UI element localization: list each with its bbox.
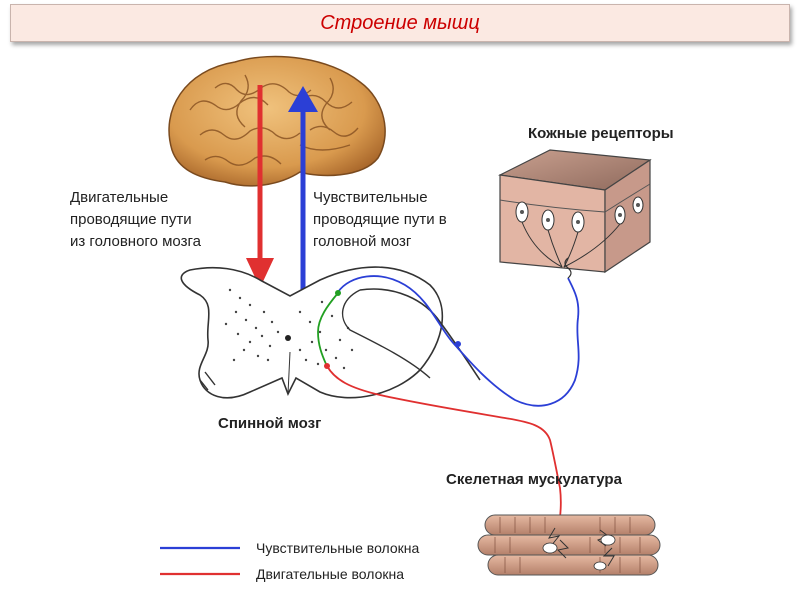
skin-receptors-label: Кожные рецепторы	[528, 125, 674, 142]
motor-paths-label-2: проводящие пути	[70, 211, 192, 228]
spinal-cord-label: Спинной мозг	[218, 415, 321, 432]
sensory-path-arrow	[288, 86, 318, 290]
motor-path-arrow	[246, 85, 274, 288]
sensory-paths-label-3: головной мозг	[313, 233, 412, 250]
skeletal-muscles-label: Скелетная мускулатура	[446, 471, 623, 488]
legend-motor-label: Двигательные волокна	[256, 566, 404, 582]
sensory-paths-label-2: проводящие пути в	[313, 211, 447, 228]
slide-title: Строение мышц	[320, 11, 480, 34]
motor-paths-label-1: Двигательные	[70, 189, 168, 206]
legend: Чувствительные волокна Двигательные воло…	[160, 540, 420, 582]
title-bar: Строение мышц	[10, 4, 790, 42]
motor-fiber-line	[326, 365, 562, 531]
skin-block-illustration	[498, 149, 652, 274]
legend-sensory-label: Чувствительные волокна	[256, 540, 420, 556]
sensory-fiber-line	[337, 275, 580, 407]
brain-illustration	[168, 55, 386, 187]
interneuron-line	[317, 292, 339, 365]
sensory-paths-label-1: Чувствительные	[313, 189, 428, 206]
skeletal-muscle-illustration	[477, 514, 661, 576]
spinal-cord-illustration	[180, 266, 481, 399]
motor-paths-label-3: из головного мозга	[70, 233, 202, 250]
